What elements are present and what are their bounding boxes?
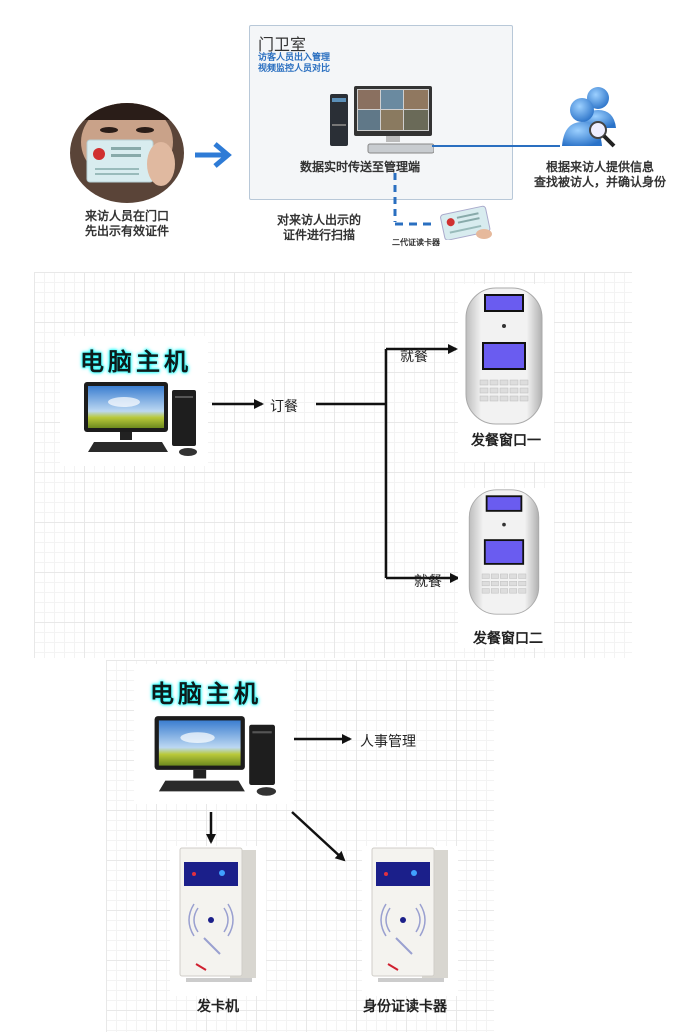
serve-label-2: 就餐 [414,574,442,590]
user-search-icon [558,86,624,156]
lookup-caption-line-1: 根据来访人提供信息 [545,160,654,174]
card-reader-icon [368,846,452,990]
meal-window-1-label: 发餐窗口一 [471,433,541,449]
meal-window-1: 发餐窗口一 [458,284,554,462]
card-issuer-device: 发卡机 [170,846,266,1015]
reader-caption: 二代证读卡器 [392,238,440,247]
desktop-computer-icon [154,714,282,804]
guard-room-subtitle-2: 视频监控人员对比 [258,64,331,74]
order-label: 订餐 [270,399,298,415]
guard-room-subtitle-1: 访客人员出入管理 [258,53,331,63]
guard-room-title: 门卫室 [258,35,307,54]
meal-window-2: 发餐窗口二 [458,488,554,648]
visitor-caption: 来访人员在门口 先出示有效证件 [60,209,194,239]
arrow-right-icon [193,142,233,172]
scan-caption-line-1: 对来访人出示的 [276,213,361,227]
card-issuer-label: 发卡机 [197,999,239,1015]
id-card-reader-icon [438,204,494,244]
transfer-caption: 数据实时传送至管理端 [300,160,421,174]
scan-caption: 对来访人出示的 证件进行扫描 [258,213,380,243]
serve-label-1: 就餐 [400,349,428,365]
id-reader-arrow [291,811,346,862]
visitor-caption-line-2: 先出示有效证件 [84,224,169,238]
visitor-connectors [393,145,560,226]
id-reader-label: 身份证读卡器 [363,999,447,1015]
lookup-caption-line-2: 查找被访人，并确认身份 [533,175,666,189]
meal-host-title: 电脑主机 [80,348,192,376]
hr-label: 人事管理 [360,734,416,750]
scan-caption-line-2: 证件进行扫描 [282,228,355,242]
visitor-photo [69,102,185,204]
monitoring-workstation-icon [328,84,435,160]
card-host-block: 电脑主机 [134,664,294,804]
card-host-title: 电脑主机 [150,680,262,708]
desktop-computer-icon [84,380,202,464]
meal-terminal-icon [464,286,544,430]
visitor-caption-line-1: 来访人员在门口 [84,209,169,223]
lookup-caption: 根据来访人提供信息 查找被访人，并确认身份 [512,160,688,190]
meal-connectors [212,344,460,583]
meal-host-block: 电脑主机 [60,336,208,466]
card-reader-icon [176,846,260,990]
meal-terminal-icon [464,488,544,620]
meal-window-2-label: 发餐窗口二 [473,631,543,647]
id-reader-device [362,846,458,996]
